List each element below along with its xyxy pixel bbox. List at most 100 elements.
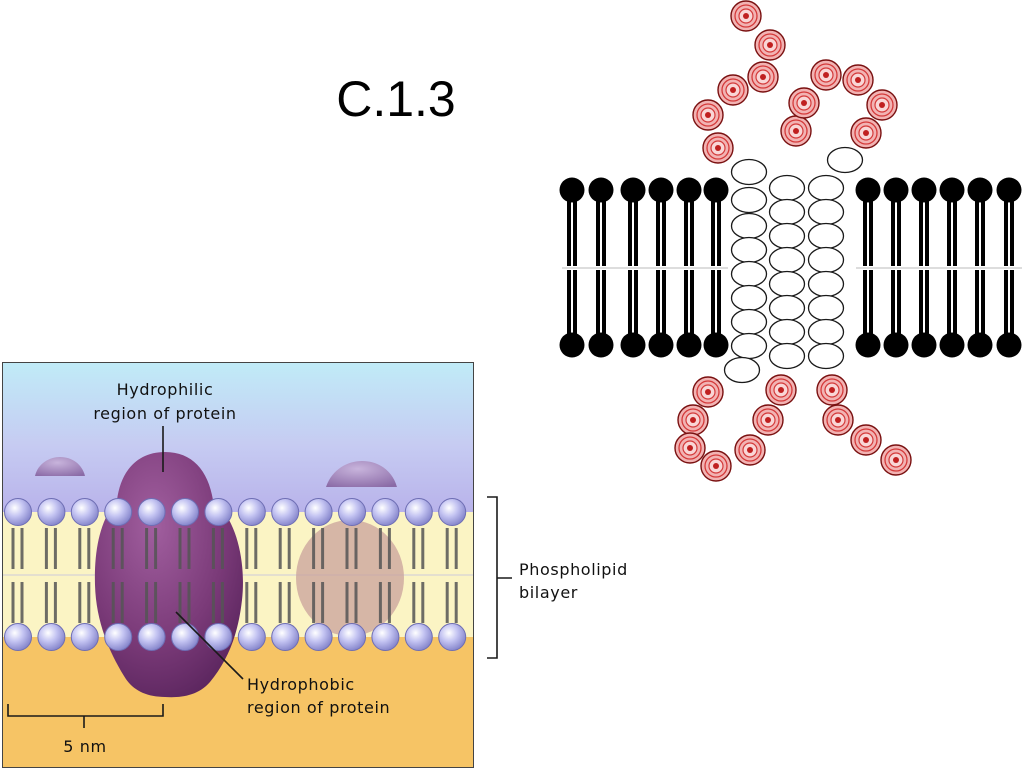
loop-residue-core	[855, 77, 861, 83]
hydrophobic-pointer-line	[175, 611, 244, 680]
lipid-tail	[690, 270, 694, 345]
loop-residue-ring	[678, 436, 702, 460]
helix-residue	[826, 146, 864, 174]
helix-residue	[807, 198, 845, 226]
loop-residue	[747, 61, 779, 93]
lipid-head	[911, 177, 937, 203]
peripheral-protein-right	[326, 461, 397, 487]
loop-residue-core	[690, 417, 696, 423]
helix-residue	[730, 260, 768, 288]
lipid-tail	[1010, 270, 1014, 345]
lipid-head	[676, 332, 702, 358]
loop-residue-core	[801, 100, 807, 106]
lipid-tail	[919, 190, 923, 266]
lipid-head	[855, 332, 881, 358]
loop-residue-ring	[784, 119, 808, 143]
lipid-tail	[925, 270, 929, 345]
lipid-head	[703, 332, 729, 358]
loop-residue	[692, 376, 724, 408]
helix-residue	[807, 342, 845, 370]
lipid-tail	[717, 270, 721, 345]
loop-residue-core	[778, 387, 784, 393]
lipid-tail	[1004, 190, 1008, 266]
lipid-head	[996, 332, 1022, 358]
lipid-head	[438, 498, 467, 526]
loop-residue	[780, 115, 812, 147]
lipid-head	[104, 498, 133, 526]
lipid-head	[676, 177, 702, 203]
lipid-tail	[684, 190, 688, 266]
lipid-tail	[891, 270, 895, 345]
hydrophobic-label-line1: Hydrophobic	[247, 675, 355, 694]
helix-residue	[807, 222, 845, 250]
lipid-tail	[897, 190, 901, 266]
loop-residue-ring	[814, 63, 838, 87]
lipid-tail	[573, 190, 577, 266]
loop-residue	[842, 64, 874, 96]
loop-residue	[702, 132, 734, 164]
lipid-tail	[1004, 270, 1008, 345]
loop-residue-core	[765, 417, 771, 423]
loop-residue-core	[760, 74, 766, 80]
phospholipids	[559, 177, 1022, 358]
lipid-tail	[891, 190, 895, 266]
hydrophilic-label-line2: region of protein	[93, 404, 236, 423]
loop-residue	[754, 29, 786, 61]
lipid-head	[911, 332, 937, 358]
membrane-protein-diagram: Hydrophilic region of protein Hydrophobi…	[2, 362, 628, 768]
lipid-head	[404, 623, 433, 651]
loop-residue-ring	[696, 103, 720, 127]
lipid-head	[967, 332, 993, 358]
loop-residue-core	[743, 13, 749, 19]
loop-residue	[752, 404, 784, 436]
loop-residue	[850, 117, 882, 149]
loop-residue-core	[767, 42, 773, 48]
helix-residue	[768, 294, 806, 322]
lipid-head	[648, 332, 674, 358]
lipid-head	[648, 177, 674, 203]
helix-residue	[768, 318, 806, 346]
helix-residue	[723, 356, 761, 384]
lipid-tail	[953, 190, 957, 266]
lipid-tail	[863, 190, 867, 266]
lipid-head	[438, 623, 467, 651]
loop-residue-ring	[706, 136, 730, 160]
loop-residue	[730, 0, 762, 32]
loop-residue-core	[687, 445, 693, 451]
bilayer-label-line1: Phospholipid	[519, 560, 628, 579]
loop-residue	[700, 450, 732, 482]
loop-residue-ring	[751, 65, 775, 89]
loop-residue-ring	[846, 68, 870, 92]
loop-residue-ring	[884, 448, 908, 472]
helix-residue	[807, 294, 845, 322]
lipid-tail	[634, 270, 638, 345]
lipid-tail	[869, 270, 873, 345]
lipid-tail	[975, 270, 979, 345]
lipid-tail	[897, 270, 901, 345]
loop-residue-core	[793, 128, 799, 134]
lipid-tail	[947, 190, 951, 266]
lipid-head	[939, 332, 965, 358]
loop-residue-ring	[696, 380, 720, 404]
loop-residue-ring	[734, 4, 758, 28]
lipid-head	[338, 623, 366, 651]
lipid-tail	[1010, 190, 1014, 266]
lipid-head	[338, 498, 366, 526]
loop-residue-ring	[681, 408, 705, 432]
loop-residue-core	[879, 102, 885, 108]
lipid-heads	[4, 498, 467, 651]
loop-residue	[674, 432, 706, 464]
scale-bar	[7, 704, 164, 728]
loop-residue-ring	[738, 438, 762, 462]
loop-residue-ring	[870, 93, 894, 117]
loop-residue-ring	[704, 454, 728, 478]
lipid-head	[4, 498, 32, 526]
bilayer-label-line2: bilayer	[519, 583, 578, 602]
hydrophilic-label-line1: Hydrophilic	[117, 380, 214, 399]
loop-residue	[717, 74, 749, 106]
lipid-tail	[628, 190, 632, 266]
loop-residue	[765, 374, 797, 406]
lipid-head	[404, 498, 433, 526]
lipid-tail	[690, 190, 694, 266]
